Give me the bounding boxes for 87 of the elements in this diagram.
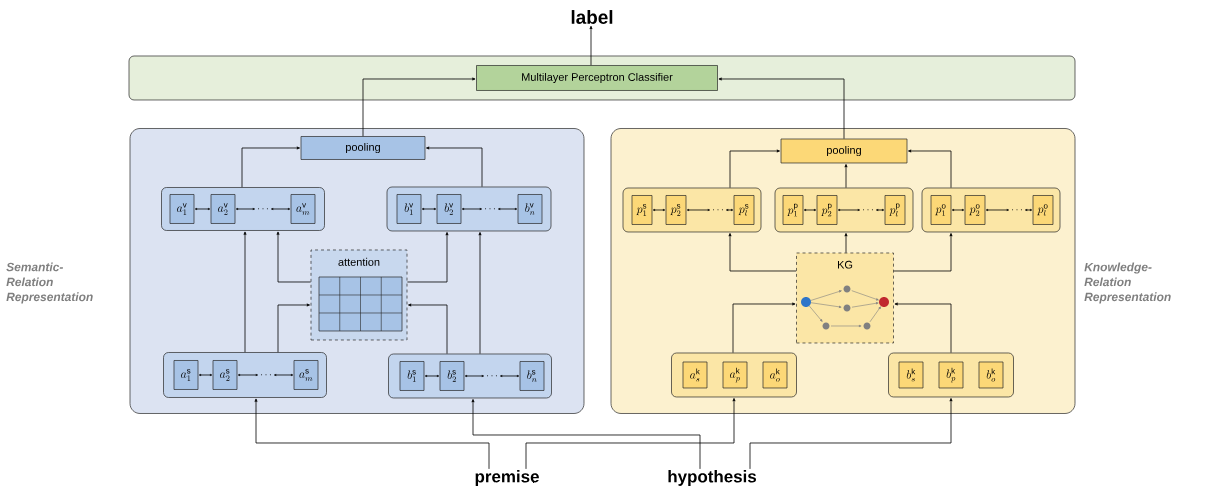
arrow (844, 164, 848, 189)
double-arrow (237, 373, 259, 377)
ellipsis: $\cdots$ (485, 208, 495, 210)
vector-cell: $p_l^{\mathrm{p}}$ (884, 195, 906, 225)
vector-cell: $b_1^{\mathrm{v}}$ (396, 194, 422, 224)
ellipsis: $\cdots$ (487, 375, 497, 377)
double-arrow (1024, 208, 1033, 212)
arrow (471, 399, 701, 470)
input-label: premise (475, 470, 539, 486)
vector-cell: $p_1^{\mathrm{s}}$ (631, 195, 653, 225)
pooling-box: pooling (780, 138, 908, 164)
arrow (426, 146, 483, 188)
vector-cell: $a_1^{\mathrm{v}}$ (169, 194, 195, 224)
vector-cell: $p_2^{\mathrm{p}}$ (816, 195, 838, 225)
vector-cell: $a_1^{\mathrm{s}}$ (173, 360, 199, 390)
vector-cell: $a_s^{\mathrm{k}}$ (682, 361, 708, 389)
arrow (844, 233, 848, 254)
double-arrow (461, 207, 483, 211)
double-arrow (499, 374, 520, 378)
arrow (362, 77, 476, 137)
double-arrow (652, 208, 666, 212)
ellipsis: $\cdots$ (261, 374, 271, 376)
vector-cell: $b_s^{\mathrm{k}}$ (898, 361, 924, 389)
double-arrow (424, 374, 440, 378)
ellipsis: $\cdots$ (713, 209, 723, 211)
arrow (718, 77, 845, 140)
panel-heading: Semantic-Relation Representation (6, 262, 93, 304)
double-arrow (273, 373, 294, 377)
vector-cell: $p_l^{\mathrm{s}}$ (733, 195, 755, 225)
arrow (749, 398, 953, 470)
input-label: hypothesis (668, 470, 756, 486)
double-arrow (985, 208, 1010, 212)
arrow (478, 232, 482, 355)
vector-cell: $a_o^{\mathrm{k}}$ (762, 361, 788, 389)
vector-cell: $p_2^{\mathrm{o}}$ (964, 195, 986, 225)
arrow (589, 25, 593, 66)
vector-cell: $b_n^{\mathrm{v}}$ (517, 194, 543, 224)
vector-cell: $b_o^{\mathrm{k}}$ (978, 361, 1004, 389)
double-arrow (464, 374, 485, 378)
double-arrow (803, 208, 817, 212)
classifier-box: Multilayer Perceptron Classifier (476, 65, 718, 91)
double-arrow (194, 207, 211, 211)
vector-cell: $b_n^{\mathrm{s}}$ (519, 361, 545, 391)
ellipsis: $\cdots$ (258, 208, 268, 210)
arrow (241, 146, 300, 188)
arrow (525, 398, 736, 470)
arrow (276, 231, 312, 283)
arrow (893, 233, 953, 272)
vector-cell: $b_2^{\mathrm{s}}$ (439, 361, 465, 391)
vector-cell: $b_p^{\mathrm{k}}$ (938, 361, 964, 389)
vector-cell: $a_2^{\mathrm{s}}$ (212, 360, 238, 390)
output-label: label (571, 10, 613, 24)
double-arrow (837, 208, 861, 212)
arrow (728, 233, 797, 272)
double-arrow (421, 207, 437, 211)
vector-cell: $b_1^{\mathrm{s}}$ (399, 361, 425, 391)
vector-cell: $a_m^{\mathrm{v}}$ (290, 194, 316, 224)
double-arrow (951, 208, 965, 212)
double-arrow (235, 207, 256, 211)
vector-cell: $b_2^{\mathrm{v}}$ (436, 194, 462, 224)
vector-cell: $a_2^{\mathrm{v}}$ (210, 194, 236, 224)
arrow (908, 149, 952, 189)
arrow (732, 302, 796, 354)
arrow (408, 303, 448, 355)
vector-cell: $p_1^{\mathrm{p}}$ (782, 195, 804, 225)
vector-cell: $p_2^{\mathrm{s}}$ (665, 195, 687, 225)
double-arrow (686, 208, 711, 212)
double-arrow (198, 373, 213, 377)
vector-cell: $a_m^{\mathrm{s}}$ (293, 360, 319, 390)
ellipsis: $\cdots$ (1012, 209, 1022, 211)
panel-heading: Knowledge-Relation Representation (1084, 262, 1171, 304)
pooling-box: pooling (300, 136, 426, 160)
double-arrow (497, 207, 518, 211)
arrow (894, 302, 952, 354)
double-arrow (270, 207, 291, 211)
arrow (406, 232, 449, 283)
vector-cell: $a_p^{\mathrm{k}}$ (722, 361, 748, 389)
arrow (243, 231, 247, 353)
double-arrow (875, 208, 885, 212)
arrow (729, 149, 780, 189)
vector-cell: $p_l^{\mathrm{o}}$ (1032, 195, 1054, 225)
vector-cell: $p_1^{\mathrm{o}}$ (930, 195, 952, 225)
double-arrow (725, 208, 734, 212)
knowledge-graph-box: KG (796, 252, 894, 344)
arrow (277, 303, 310, 353)
arrow (254, 398, 490, 470)
ellipsis: $\cdots$ (863, 209, 873, 211)
